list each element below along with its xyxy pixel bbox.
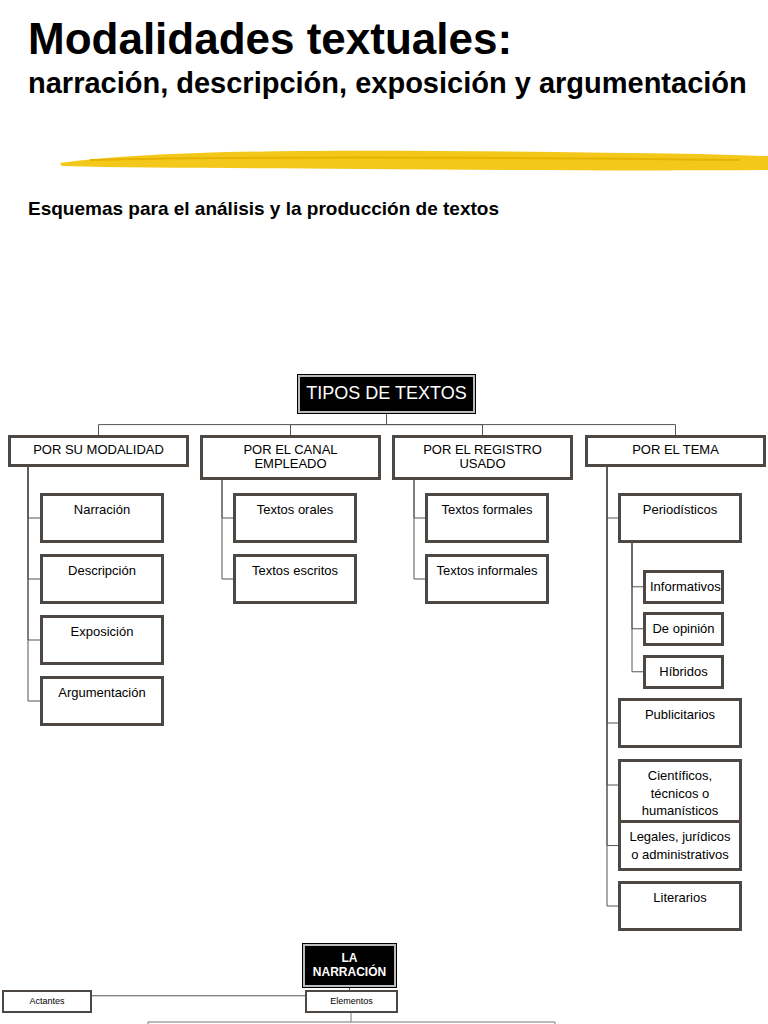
type-box: Científicos, técnicos o humanísticos	[618, 759, 742, 828]
tree-connector	[387, 413, 676, 435]
category-box: POR EL CANAL EMPLEADO	[200, 435, 381, 480]
node-text: Literarios	[625, 889, 735, 907]
type-box: Textos escritos	[233, 554, 357, 604]
tree-connector	[222, 480, 233, 518]
node-text: POR SU MODALIDAD	[15, 443, 182, 457]
branch-box: Actantes	[2, 990, 92, 1013]
yellow-brush-stroke	[60, 151, 768, 171]
tree-connector	[607, 467, 618, 906]
type-box: Literarios	[618, 881, 742, 931]
subtype-box: De opinión	[643, 612, 724, 646]
node-text: Científicos, técnicos o humanísticos	[625, 767, 735, 820]
type-box: Exposición	[40, 615, 164, 665]
node-text: Periodísticos	[625, 501, 735, 519]
type-box: Textos orales	[233, 493, 357, 543]
tree-connector	[607, 467, 618, 723]
node-text: POR EL CANAL EMPLEADO	[207, 443, 374, 472]
tree-connector	[387, 413, 483, 435]
node-text: Publicitarios	[625, 706, 735, 724]
node-text: Actantes	[6, 996, 88, 1007]
node-text: Textos escritos	[240, 562, 350, 580]
cut-off-branches	[148, 1012, 555, 1024]
node-text: LA NARRACIÓN	[308, 951, 391, 980]
subtype-box: Híbridos	[643, 655, 724, 689]
tree-connector	[632, 543, 643, 629]
tree-connector	[291, 413, 387, 435]
brush-texture	[90, 157, 740, 160]
tree-connector	[99, 413, 387, 435]
node-text: Informativos	[650, 578, 717, 596]
type-box: Argumentación	[40, 676, 164, 726]
tree-connector	[28, 467, 40, 518]
branch-box: Elementos	[305, 990, 398, 1013]
node-text: Textos informales	[432, 562, 542, 580]
tree-connector	[28, 467, 40, 701]
tree-connector	[222, 480, 233, 579]
type-box: Textos formales	[425, 493, 549, 543]
subtype-box: Informativos	[643, 570, 724, 604]
branch-line	[351, 1012, 352, 1022]
page-title: Modalidades textuales:	[28, 14, 512, 64]
scheme-caption: Esquemas para el análisis y la producció…	[28, 198, 748, 221]
type-box: Descripción	[40, 554, 164, 604]
node-text: Textos orales	[240, 501, 350, 519]
tree-connector	[607, 467, 618, 518]
node-text: Textos formales	[432, 501, 542, 519]
tree-connector	[632, 543, 643, 587]
tree-connector	[28, 467, 40, 640]
node-text: Argumentación	[47, 684, 157, 702]
node-text: POR EL TEMA	[592, 443, 759, 457]
node-text: Exposición	[47, 623, 157, 641]
tree-connector	[28, 467, 40, 579]
type-box: Publicitarios	[618, 698, 742, 748]
node-text: Narración	[47, 501, 157, 519]
category-box: POR EL REGISTRO USADO	[392, 435, 573, 480]
type-box: Textos informales	[425, 554, 549, 604]
category-box: POR EL TEMA	[585, 435, 766, 467]
tree-connector	[632, 543, 643, 672]
node-text: Descripción	[47, 562, 157, 580]
root-box: LA NARRACIÓN	[303, 944, 396, 987]
node-text: TIPOS DE TEXTOS	[304, 383, 469, 405]
type-box: Narración	[40, 493, 164, 543]
subtitle: narración, descripción, exposición y arg…	[28, 66, 748, 101]
branch-line	[555, 1022, 556, 1024]
tree-connector	[414, 480, 425, 579]
node-text: POR EL REGISTRO USADO	[399, 443, 566, 472]
type-box: Periodísticos	[618, 493, 742, 543]
tree-connector	[414, 480, 425, 518]
node-text: De opinión	[650, 620, 717, 638]
root-box: TIPOS DE TEXTOS	[298, 375, 475, 413]
category-box: POR SU MODALIDAD	[8, 435, 189, 467]
node-text: Híbridos	[650, 663, 717, 681]
type-box: Legales, jurídicos o administrativos	[618, 820, 742, 871]
tree-connector	[607, 467, 618, 846]
node-text: Elementos	[309, 996, 394, 1007]
tree-connector	[607, 467, 618, 785]
node-text: Legales, jurídicos o administrativos	[625, 828, 735, 863]
branch-line	[148, 1022, 149, 1024]
branch-line	[148, 1022, 555, 1023]
